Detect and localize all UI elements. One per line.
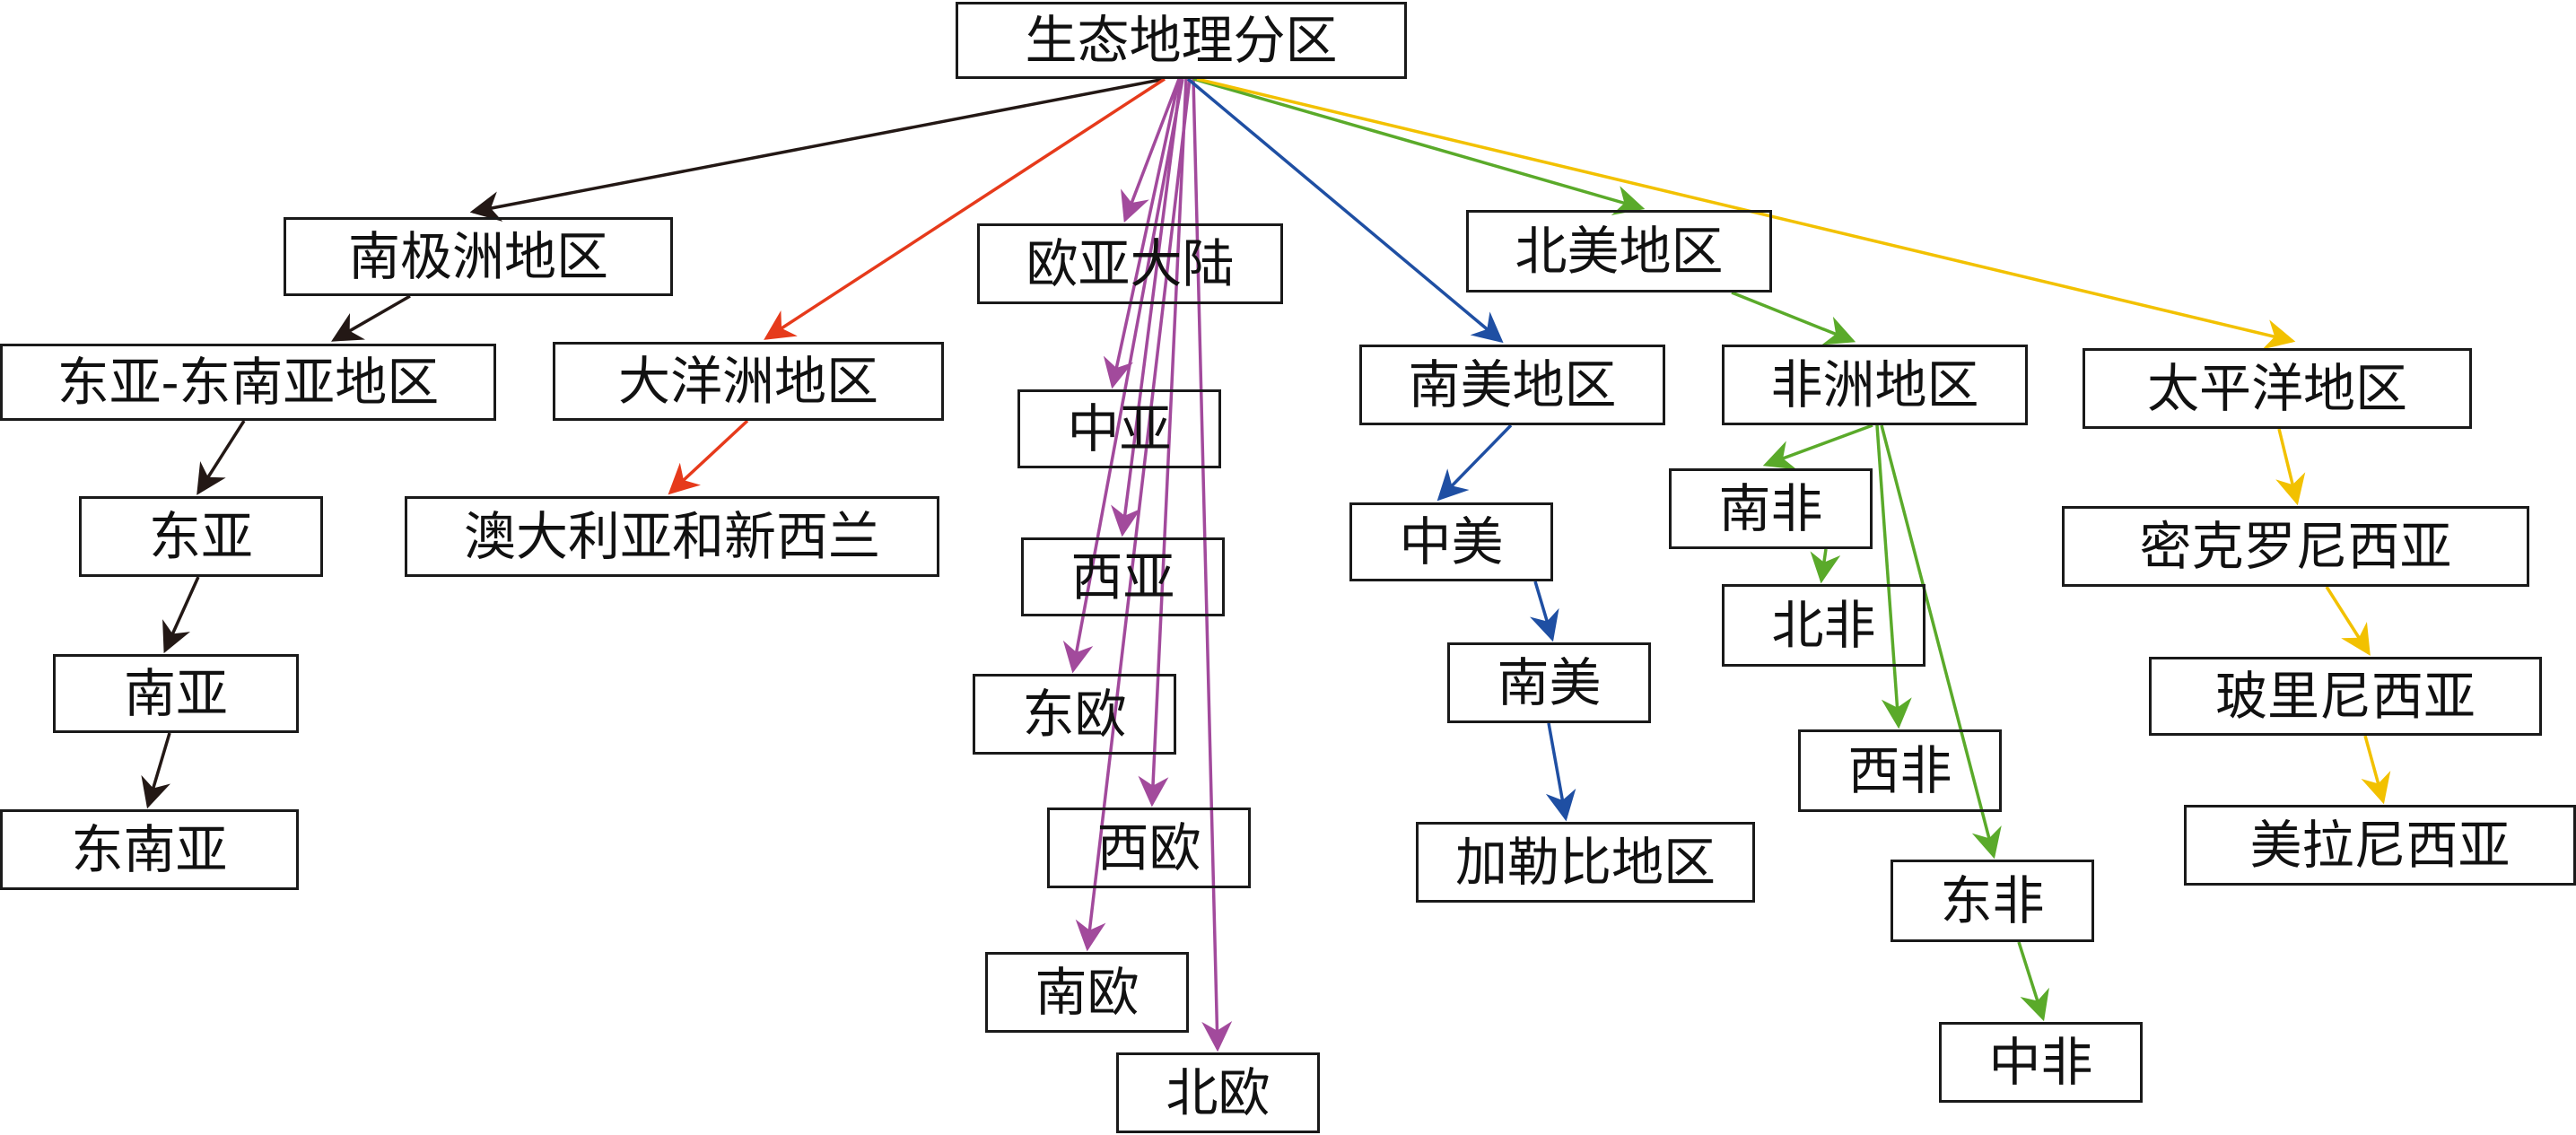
edge-root-to-central-asia [1103, 78, 1181, 389]
node-north-africa: 北非 [1722, 584, 1925, 667]
node-central-america: 中美 [1349, 502, 1553, 581]
node-polynesia: 玻里尼西亚 [2149, 657, 2542, 736]
node-north-america: 北美地区 [1466, 210, 1772, 292]
edge-root-to-south-america-region [1186, 77, 1504, 344]
edge-south-africa-to-north-africa [1810, 548, 1841, 584]
node-central-africa: 中非 [1939, 1022, 2143, 1103]
edge-antarctic-to-east-southeast-asia [331, 294, 411, 342]
edge-africa-to-west-africa [1875, 424, 1912, 729]
edge-central-america-to-south-america [1529, 581, 1559, 642]
node-melanesia: 美拉尼西亚 [2184, 805, 2576, 886]
node-pacific: 太平洋地区 [2083, 348, 2472, 429]
edge-south-america-to-caribbean [1545, 722, 1576, 822]
edge-root-to-west-europe [1138, 78, 1188, 808]
edge-east-asia-to-south-asia [162, 576, 200, 654]
edge-africa-to-east-africa [1880, 424, 2002, 860]
edge-east-southeast-asia-to-east-asia [196, 420, 246, 495]
node-central-asia: 中亚 [1017, 389, 1221, 468]
edge-root-to-eurasia [1121, 78, 1181, 223]
node-north-europe: 北欧 [1116, 1052, 1320, 1133]
node-south-africa: 南非 [1669, 468, 1873, 549]
edge-africa-to-south-africa [1762, 423, 1873, 470]
edge-root-to-west-asia [1111, 78, 1183, 537]
node-antarctic: 南极洲地区 [284, 217, 673, 296]
edge-root-to-east-europe [1062, 78, 1184, 674]
node-west-europe: 西欧 [1047, 808, 1251, 888]
edge-south-america-region-to-central-america [1436, 423, 1513, 502]
edge-root-to-antarctic [469, 77, 1166, 222]
node-east-southeast-asia: 东亚-东南亚地区 [0, 344, 496, 421]
node-east-asia: 东亚 [79, 496, 323, 577]
node-south-america-region: 南美地区 [1359, 345, 1665, 425]
node-eurasia: 欧亚大陆 [977, 223, 1283, 304]
edge-south-asia-to-southeast-asia [141, 732, 171, 809]
node-oceania: 大洋洲地区 [553, 342, 944, 421]
node-southeast-asia: 东南亚 [0, 809, 299, 890]
node-west-asia: 西亚 [1021, 537, 1225, 616]
node-west-africa: 西非 [1798, 729, 2002, 812]
edge-oceania-to-australia-nz [668, 419, 749, 495]
edge-east-africa-to-central-africa [2017, 941, 2049, 1022]
node-east-africa: 东非 [1891, 860, 2094, 942]
node-root: 生态地理分区 [956, 2, 1407, 79]
node-south-europe: 南欧 [985, 952, 1189, 1033]
node-australia-new-zealand: 澳大利亚和新西兰 [405, 496, 939, 577]
node-micronesia: 密克罗尼西亚 [2062, 506, 2529, 587]
node-africa: 非洲地区 [1722, 345, 2028, 425]
edge-root-to-north-america [1192, 77, 1646, 215]
edge-polynesia-to-melanesia [2361, 735, 2391, 805]
edge-north-america-to-africa [1731, 291, 1856, 345]
edge-pacific-to-micronesia [2275, 428, 2306, 506]
node-caribbean: 加勒比地区 [1416, 822, 1755, 903]
node-south-asia: 南亚 [53, 654, 299, 733]
node-south-america: 南美 [1447, 642, 1651, 723]
node-east-europe: 东欧 [973, 674, 1176, 755]
edge-micronesia-to-polynesia [2325, 586, 2371, 656]
edge-root-to-oceania [764, 77, 1166, 340]
